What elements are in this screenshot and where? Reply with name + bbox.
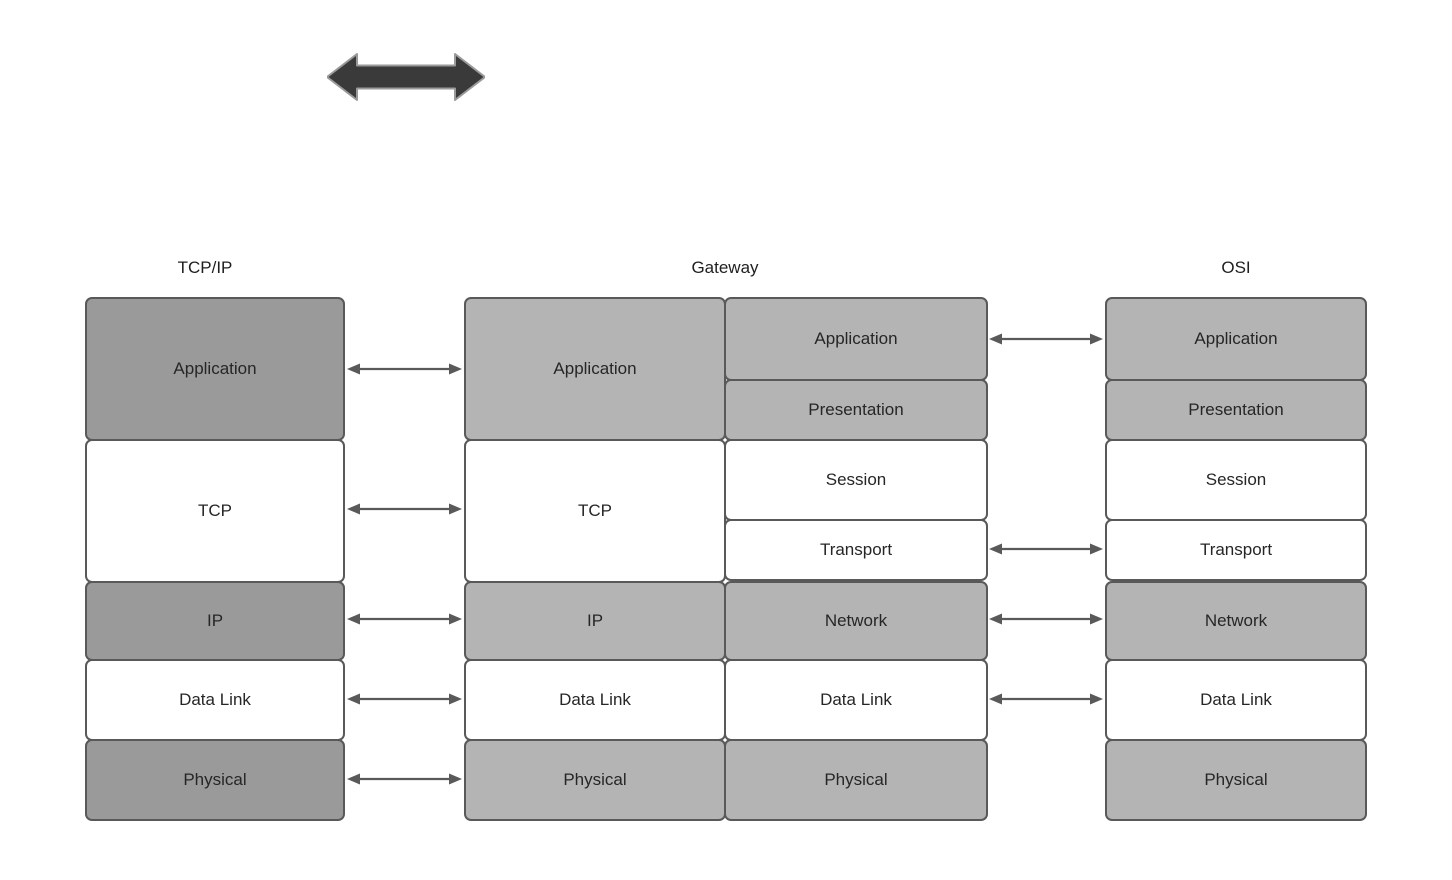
conn-left-ip-icon	[347, 610, 462, 628]
layer-box-osi-main-application[interactable]: Application	[1105, 297, 1367, 381]
layer-label: Network	[824, 611, 888, 630]
layer-label: Application	[173, 359, 257, 378]
layer-label: Physical	[183, 770, 247, 789]
layer-box-tcpip-main-ip[interactable]: IP	[85, 581, 345, 661]
layer-box-gateway-right-network[interactable]: Network	[724, 581, 988, 661]
column-title-osi: OSI	[1221, 258, 1251, 277]
layer-box-tcpip-main-physical[interactable]: Physical	[85, 739, 345, 821]
layer-box-gateway-right-presentation[interactable]: Presentation	[724, 379, 988, 441]
layer-box-osi-main-session[interactable]: Session	[1105, 439, 1367, 521]
layer-label: Application	[814, 329, 898, 348]
layer-box-tcpip-main-tcp[interactable]: TCP	[85, 439, 345, 583]
layer-box-gateway-left-ip[interactable]: IP	[464, 581, 726, 661]
layer-label: Application	[1194, 329, 1278, 348]
layer-box-gateway-left-tcp[interactable]: TCP	[464, 439, 726, 583]
layer-label: Session	[825, 470, 887, 489]
layer-box-osi-main-transport[interactable]: Transport	[1105, 519, 1367, 581]
layer-box-gateway-left-data-link[interactable]: Data Link	[464, 659, 726, 741]
column-title-tcpip: TCP/IP	[177, 258, 233, 277]
layer-label: Data Link	[179, 690, 251, 709]
layer-box-gateway-right-session[interactable]: Session	[724, 439, 988, 521]
layer-box-osi-main-physical[interactable]: Physical	[1105, 739, 1367, 821]
conn-right-network-icon	[989, 610, 1103, 628]
layer-box-osi-main-data-link[interactable]: Data Link	[1105, 659, 1367, 741]
layer-box-gateway-right-physical[interactable]: Physical	[724, 739, 988, 821]
layer-box-gateway-right-transport[interactable]: Transport	[724, 519, 988, 581]
conn-right-application-icon	[989, 330, 1103, 348]
conn-left-tcp-icon	[347, 500, 462, 518]
bidirectional-block-arrow-icon	[327, 52, 485, 102]
layer-box-gateway-right-data-link[interactable]: Data Link	[724, 659, 988, 741]
layer-label: Network	[1204, 611, 1268, 630]
layer-label: IP	[586, 611, 604, 630]
layer-label: Transport	[819, 540, 893, 559]
layer-label: Physical	[824, 770, 888, 789]
layer-label: Presentation	[1188, 400, 1284, 419]
layer-box-tcpip-main-data-link[interactable]: Data Link	[85, 659, 345, 741]
layer-label: Physical	[563, 770, 627, 789]
conn-right-transport-icon	[989, 540, 1103, 558]
layer-label: Data Link	[559, 690, 631, 709]
layer-box-gateway-left-application[interactable]: Application	[464, 297, 726, 441]
layer-label: Transport	[1199, 540, 1273, 559]
layer-label: Session	[1205, 470, 1267, 489]
layer-label: Physical	[1204, 770, 1268, 789]
layer-label: Data Link	[1200, 690, 1272, 709]
layer-box-osi-main-network[interactable]: Network	[1105, 581, 1367, 661]
layer-box-gateway-left-physical[interactable]: Physical	[464, 739, 726, 821]
conn-left-application-icon	[347, 360, 462, 378]
conn-left-datalink-icon	[347, 690, 462, 708]
layer-label: Application	[553, 359, 637, 378]
column-title-gateway: Gateway	[691, 258, 759, 277]
conn-right-datalink-icon	[989, 690, 1103, 708]
layer-box-osi-main-presentation[interactable]: Presentation	[1105, 379, 1367, 441]
layer-label: TCP	[198, 501, 232, 520]
layer-box-tcpip-main-application[interactable]: Application	[85, 297, 345, 441]
layer-label: TCP	[578, 501, 612, 520]
layer-label: Data Link	[820, 690, 892, 709]
layer-label: Presentation	[808, 400, 904, 419]
layer-box-gateway-right-application[interactable]: Application	[724, 297, 988, 381]
conn-left-physical-icon	[347, 770, 462, 788]
layer-label: IP	[206, 611, 224, 630]
